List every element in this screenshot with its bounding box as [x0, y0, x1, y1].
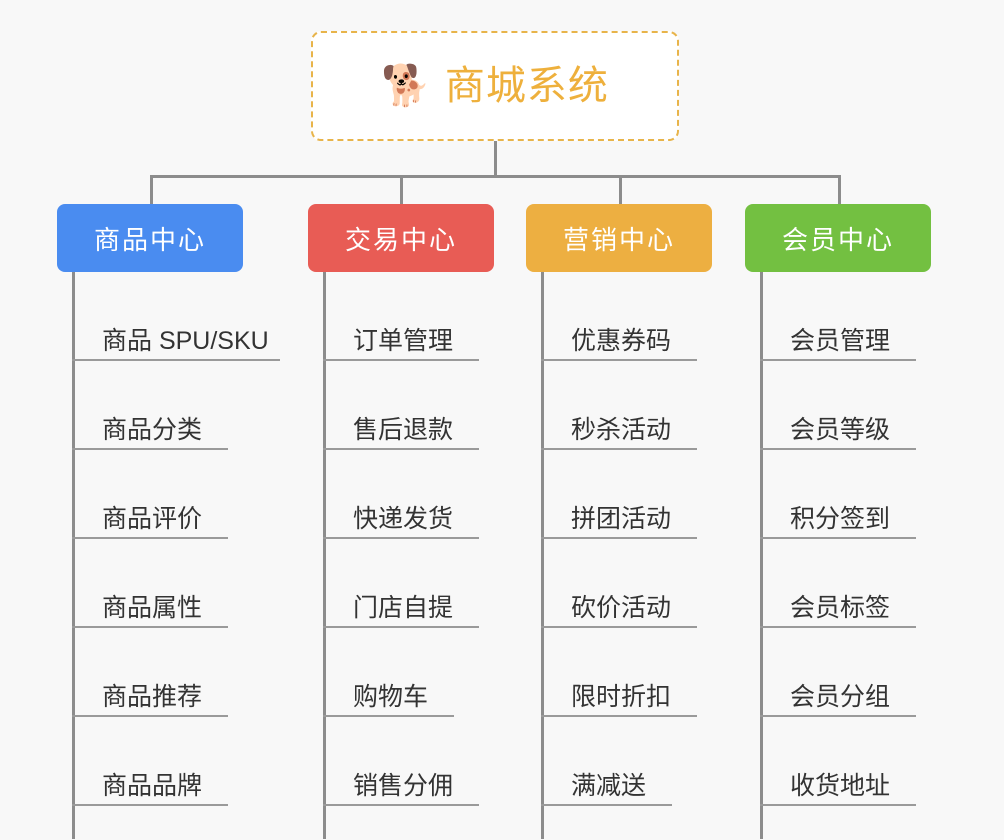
leaf-item[interactable]: 商品评价: [72, 450, 243, 539]
leaf-item[interactable]: 拼团活动: [541, 450, 712, 539]
leaf-item[interactable]: 售后退款: [323, 361, 494, 450]
leaf-item[interactable]: 收货地址: [760, 717, 931, 806]
category-column-marketing: 营销中心 优惠券码 秒杀活动 拼团活动 砍价活动 限时折扣: [526, 204, 712, 839]
leaf-item-label: 会员分组: [790, 682, 891, 711]
category-header-member[interactable]: 会员中心: [745, 204, 931, 272]
connector-drop-4: [838, 175, 841, 205]
leaf-item-label: 门店自提: [353, 593, 454, 622]
leaf-item[interactable]: 快递发货: [323, 450, 494, 539]
leaf-item-label: 商品属性: [102, 593, 203, 622]
leaf-item-label: 商品品牌: [102, 771, 203, 800]
leaf-list-product: 商品 SPU/SKU 商品分类 商品评价 商品属性 商品推荐 商品品牌: [72, 272, 280, 839]
leaf-list-trade: 订单管理 售后退款 快递发货 门店自提 购物车 销售分佣: [323, 272, 494, 839]
leaf-item[interactable]: 商品属性: [72, 539, 243, 628]
category-column-product: 商品中心 商品 SPU/SKU 商品分类 商品评价 商品属性 商品推荐: [57, 204, 280, 839]
leaf-item-label: 秒杀活动: [571, 415, 672, 444]
leaf-item[interactable]: 会员分组: [760, 628, 931, 717]
leaf-list-marketing: 优惠券码 秒杀活动 拼团活动 砍价活动 限时折扣 满减送: [541, 272, 712, 839]
category-header-label: 会员中心: [781, 224, 894, 255]
trunk-line-trade: [323, 272, 326, 839]
leaf-item-label: 商品 SPU/SKU: [102, 326, 269, 355]
leaf-item[interactable]: 优惠券码: [541, 272, 712, 361]
trunk-line-marketing: [541, 272, 544, 839]
leaf-item-label: 会员管理: [790, 326, 891, 355]
leaf-item[interactable]: 秒杀活动: [541, 361, 712, 450]
category-header-label: 交易中心: [344, 224, 457, 255]
connector-root-stem: [494, 141, 497, 177]
category-header-label: 营销中心: [562, 224, 675, 255]
leaf-item-label: 商品推荐: [102, 682, 203, 711]
leaf-item[interactable]: 限时折扣: [541, 628, 712, 717]
leaf-item-label: 商品分类: [102, 415, 203, 444]
category-header-product[interactable]: 商品中心: [57, 204, 243, 272]
leaf-item[interactable]: 商品分类: [72, 361, 243, 450]
leaf-item-label: 会员等级: [790, 415, 891, 444]
leaf-item[interactable]: 商品品牌: [72, 717, 243, 806]
trunk-line-member: [760, 272, 763, 839]
category-column-member: 会员中心 会员管理 会员等级 积分签到 会员标签 会员分组: [745, 204, 931, 839]
leaf-item[interactable]: 门店自提: [323, 539, 494, 628]
leaf-item-label: 订单管理: [353, 326, 454, 355]
leaf-item-label: 销售分佣: [353, 771, 454, 800]
leaf-item-label: 购物车: [353, 682, 429, 711]
connector-drop-1: [150, 175, 153, 205]
leaf-item-label: 满减送: [571, 771, 647, 800]
connector-drop-2: [400, 175, 403, 205]
leaf-item[interactable]: 购物车: [323, 628, 494, 717]
leaf-item-label: 限时折扣: [571, 682, 672, 711]
leaf-item[interactable]: 商品推荐: [72, 628, 243, 717]
connector-drop-3: [619, 175, 622, 205]
connector-horizontal-bus: [150, 175, 840, 178]
root-node-title: 商城系统: [444, 64, 609, 108]
leaf-item-label: 砍价活动: [571, 593, 672, 622]
leaf-item[interactable]: 销售分佣: [323, 717, 494, 806]
leaf-item[interactable]: 会员管理: [760, 272, 931, 361]
trunk-line-product: [72, 272, 75, 839]
leaf-item[interactable]: 满减送: [541, 717, 712, 806]
leaf-item[interactable]: 会员标签: [760, 539, 931, 628]
category-header-trade[interactable]: 交易中心: [308, 204, 494, 272]
leaf-item[interactable]: 砍价活动: [541, 539, 712, 628]
leaf-item-label: 商品评价: [102, 504, 203, 533]
leaf-item[interactable]: 会员等级: [760, 361, 931, 450]
leaf-item-label: 积分签到: [790, 504, 891, 533]
root-node-shop-system[interactable]: 🐕 商城系统: [311, 31, 679, 141]
category-column-trade: 交易中心 订单管理 售后退款 快递发货 门店自提 购物车: [308, 204, 494, 839]
leaf-item-label: 售后退款: [353, 415, 454, 444]
leaf-item[interactable]: 商品 SPU/SKU: [72, 272, 280, 361]
leaf-item-label: 会员标签: [790, 593, 891, 622]
leaf-item[interactable]: 积分签到: [760, 450, 931, 539]
leaf-item-label: 优惠券码: [571, 326, 672, 355]
leaf-item-label: 快递发货: [353, 504, 454, 533]
category-header-marketing[interactable]: 营销中心: [526, 204, 712, 272]
leaf-item-label: 收货地址: [790, 771, 891, 800]
leaf-list-member: 会员管理 会员等级 积分签到 会员标签 会员分组 收货地址: [760, 272, 931, 839]
category-header-label: 商品中心: [93, 224, 206, 255]
leaf-item[interactable]: 订单管理: [323, 272, 494, 361]
leaf-item-label: 拼团活动: [571, 504, 672, 533]
shiba-dog-face-icon: 🐕: [381, 64, 431, 108]
